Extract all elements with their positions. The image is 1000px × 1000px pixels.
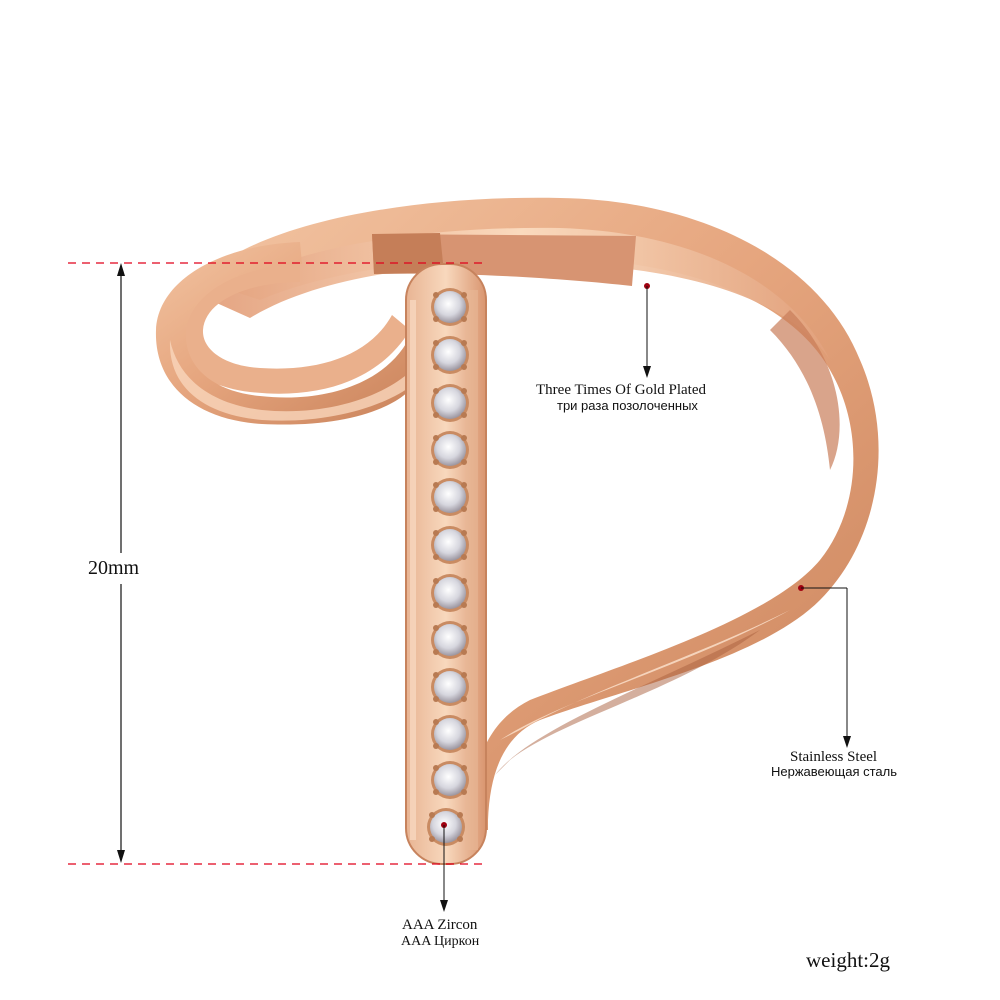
material-label-ru: Нержавеющая сталь (771, 764, 897, 779)
plating-label-ru: три раза позолоченных (557, 398, 698, 413)
stone (431, 715, 469, 753)
arrow-down-icon (440, 900, 448, 912)
arrow-down-icon (843, 736, 851, 748)
stone-label-ru: AAA Циркон (401, 934, 480, 949)
stone (431, 384, 469, 422)
stone (431, 336, 469, 374)
stone (431, 526, 469, 564)
arrow-down-icon (117, 850, 125, 863)
stone (431, 621, 469, 659)
stone (431, 431, 469, 469)
height-dimension-label: 20mm (88, 553, 140, 584)
stone (431, 574, 469, 612)
annotation-leaders (440, 283, 851, 912)
stone (431, 288, 469, 326)
stone (431, 668, 469, 706)
material-label-en: Stainless Steel (790, 749, 878, 765)
weight-label: weight:2g (806, 948, 890, 972)
arrow-up-icon (117, 263, 125, 276)
stone (431, 761, 469, 799)
stone-label-en: AAA Zircon (402, 917, 478, 933)
ring-band (155, 197, 879, 830)
stone (431, 478, 469, 516)
arrow-down-icon (643, 366, 651, 378)
plating-label-en: Three Times Of Gold Plated (536, 382, 706, 398)
zircon-stones (427, 288, 469, 846)
